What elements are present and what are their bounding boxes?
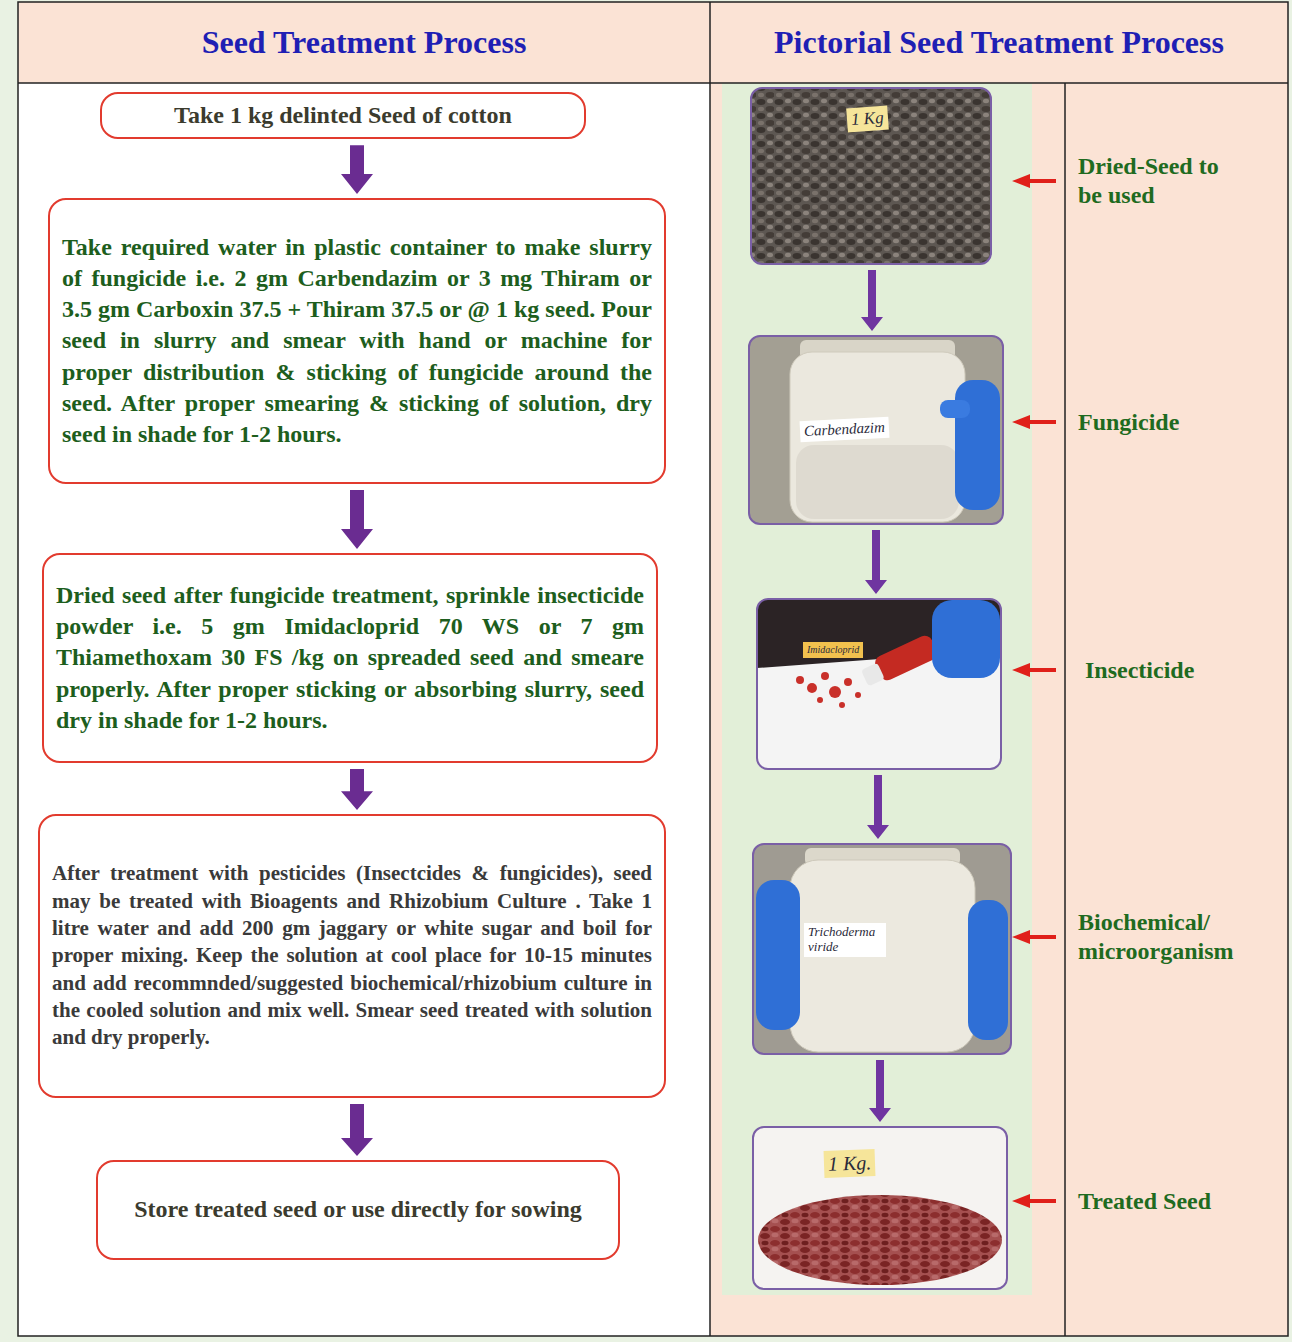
- leader-arrow: [1012, 415, 1056, 429]
- powder-dot: [829, 686, 841, 698]
- photo-tag: Trichoderma viride: [804, 923, 886, 957]
- photo-caption: Biochemical/ microorganism: [1078, 908, 1283, 966]
- process-box: Take 1 kg delinted Seed of cotton: [100, 92, 586, 139]
- glove: [932, 600, 1000, 678]
- powder-dot: [844, 678, 852, 686]
- glove: [968, 900, 1008, 1040]
- photo-insecticide: [757, 599, 1001, 769]
- powder-dot: [807, 683, 817, 693]
- photo-frame: 1 Kg.: [752, 1126, 1008, 1290]
- flow-arrow: [867, 775, 889, 839]
- process-box: After treatment with pesticides (Insectc…: [38, 814, 666, 1098]
- leader-arrow: [1012, 174, 1056, 188]
- step-text: Store treated seed or use directly for s…: [112, 1194, 604, 1225]
- column-header: Seed Treatment Process: [18, 23, 710, 61]
- flow-arrow: [341, 490, 373, 549]
- flow-arrow: [869, 1060, 891, 1122]
- photo-ground: [753, 1127, 1007, 1289]
- red-powder: [796, 672, 861, 708]
- jar-body: [790, 860, 975, 1052]
- flow-arrow: [341, 769, 373, 810]
- table-rule: [18, 82, 1288, 84]
- process-box: Dried seed after fungicide treatment, sp…: [42, 553, 658, 763]
- process-box: Store treated seed or use directly for s…: [96, 1160, 620, 1260]
- leader-arrow: [1012, 930, 1056, 944]
- photo-frame: Carbendazim: [748, 335, 1004, 525]
- table-rule: [709, 2, 711, 1336]
- table-border: [18, 2, 1288, 1336]
- glove: [955, 380, 1000, 510]
- table-rule: [1064, 83, 1066, 1336]
- photo-ground: [753, 844, 1011, 1054]
- photo-tag: Carbendazim: [800, 417, 890, 443]
- flow-arrow: [865, 530, 887, 594]
- photo-ground: [749, 336, 1003, 524]
- photo-caption: Insecticide: [1085, 656, 1280, 685]
- step-text: After treatment with pesticides (Insectc…: [52, 860, 652, 1051]
- powder-dot: [821, 672, 829, 680]
- process-box: Take required water in plastic container…: [48, 198, 666, 484]
- photo-caption: Dried-Seed to be used: [1078, 152, 1243, 210]
- leader-arrow: [1012, 1194, 1056, 1208]
- powder-dot: [855, 692, 861, 698]
- photo-tag: 1 Kg: [846, 106, 888, 132]
- photo-dried-seed: [751, 88, 991, 264]
- photo-panel: [722, 83, 1032, 1295]
- glove-finger: [940, 400, 970, 418]
- powder-dot: [796, 676, 804, 684]
- jar-powder: [796, 445, 959, 519]
- step-text: Take 1 kg delinted Seed of cotton: [114, 100, 572, 131]
- flow-arrow: [341, 1104, 373, 1156]
- photo-treated-seed: [753, 1127, 1007, 1289]
- header-band: [18, 2, 1288, 83]
- photo-frame: Imidacloprid: [756, 598, 1002, 770]
- leader-arrow: [1012, 663, 1056, 677]
- photo-tag: 1 Kg.: [824, 1149, 876, 1178]
- photo-bioagent: [753, 844, 1011, 1054]
- step-text: Take required water in plastic container…: [62, 232, 652, 450]
- table-ground: [18, 2, 1288, 1336]
- powder-dot: [817, 697, 823, 703]
- seed-heap: [751, 88, 991, 264]
- bottle-cap: [861, 663, 885, 687]
- photo-frame: 1 Kg: [750, 87, 992, 265]
- powder-dot: [839, 702, 845, 708]
- flow-arrow: [341, 145, 373, 194]
- photo-fungicide: [749, 336, 1003, 524]
- flow-arrow: [861, 270, 883, 331]
- glove: [756, 880, 800, 1030]
- photo-caption: Fungicide: [1078, 408, 1278, 437]
- jar-body: [790, 352, 965, 522]
- right-column-ground: [710, 83, 1288, 1336]
- photo-caption: Treated Seed: [1078, 1187, 1278, 1216]
- seed-heap: [758, 1195, 1002, 1285]
- leader-arrows: [1012, 174, 1056, 1208]
- photo-frame: Trichoderma viride: [752, 843, 1012, 1055]
- photo-tag: Imidacloprid: [803, 642, 863, 658]
- column-header: Pictorial Seed Treatment Process: [710, 23, 1288, 61]
- photo-ground: [757, 599, 1001, 769]
- step-text: Dried seed after fungicide treatment, sp…: [56, 580, 644, 736]
